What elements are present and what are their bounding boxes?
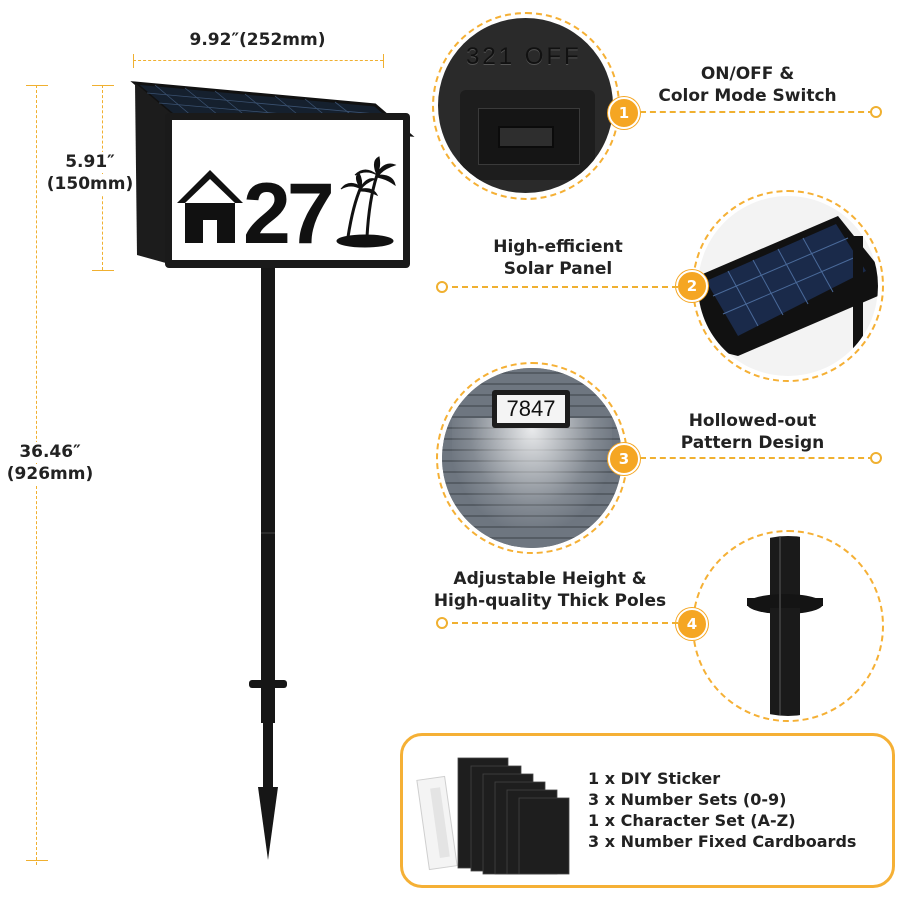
feature-4-badge: 4: [676, 608, 708, 640]
feature-4-connector: [442, 622, 678, 624]
sign-height-tick-top: [92, 85, 114, 86]
package-item-list: 1 x DIY Sticker 3 x Number Sets (0-9) 1 …: [588, 768, 856, 852]
palm-icon: [336, 156, 397, 248]
sign-side: [135, 83, 173, 265]
feature-2-line1: High-efficient: [493, 237, 623, 257]
feature-3-label: Hollowed-out Pattern Design: [660, 410, 845, 454]
sign-height-label-in: 5.91″: [40, 152, 140, 173]
feature-4-end-dot: [436, 617, 448, 629]
package-item: 3 x Number Sets (0-9): [588, 790, 787, 809]
switch-label: 321 OFF: [466, 43, 582, 70]
feature-3-end-dot: [870, 452, 882, 464]
feature-4-label: Adjustable Height & High-quality Thick P…: [425, 568, 675, 612]
feature-1-badge: 1: [608, 97, 640, 129]
feature-1-label: ON/OFF & Color Mode Switch: [640, 63, 855, 107]
feature-2-circle: [692, 190, 884, 382]
total-height-tick-bottom: [26, 860, 48, 861]
switch-toggle: [498, 126, 554, 148]
package-item: 3 x Number Fixed Cardboards: [588, 832, 857, 851]
light-glow: [452, 418, 612, 528]
width-dimension: 9.92″(252mm): [130, 30, 385, 70]
pole: [261, 268, 275, 723]
width-tick-right: [383, 54, 384, 68]
feature-1-circle: 321 OFF: [432, 12, 620, 200]
house-icon: [177, 170, 243, 243]
solar-panel-closeup: [698, 216, 878, 356]
package-contents-box: 1 x DIY Sticker 3 x Number Sets (0-9) 1 …: [400, 733, 895, 888]
feature-3-badge: 3: [608, 443, 640, 475]
feature-2-label: High-efficient Solar Panel: [468, 236, 648, 280]
sign-height-label-mm: (150mm): [40, 174, 140, 195]
feature-4-line2: High-quality Thick Poles: [433, 591, 667, 611]
feature-1-connector: [640, 111, 874, 113]
ground-spike: [258, 787, 278, 860]
feature-2-line2: Solar Panel: [503, 259, 613, 279]
number-cards: [457, 757, 570, 875]
feature-2-connector: [442, 286, 678, 288]
feature-1-line1: ON/OFF &: [700, 64, 795, 84]
feature-2-end-dot: [436, 281, 448, 293]
total-height-dimension: 36.46″ (926mm): [0, 80, 100, 870]
total-height-label-in: 36.46″: [0, 442, 100, 463]
accessories-image: [416, 757, 570, 875]
pole-closeup: [747, 536, 823, 716]
sign-height-tick-bottom: [92, 270, 114, 271]
sign-height-dimension: 5.91″ (150mm): [40, 80, 140, 275]
switch-slot: [478, 108, 580, 165]
pole-collar: [249, 680, 287, 688]
feature-3-connector: [640, 457, 874, 459]
sign-number: 27: [243, 166, 332, 262]
feature-2-badge: 2: [676, 270, 708, 302]
feature-4-line1: Adjustable Height &: [453, 569, 647, 589]
feature-3-line2: Pattern Design: [680, 433, 825, 453]
feature-1-line2: Color Mode Switch: [658, 86, 837, 106]
package-item: 1 x Character Set (A-Z): [588, 811, 796, 830]
feature-1-end-dot: [870, 106, 882, 118]
width-tick-left: [133, 54, 134, 68]
product-illustration: 27: [130, 81, 415, 860]
sticker-sheet: [416, 775, 458, 871]
feature-4-circle: [692, 530, 884, 722]
package-item: 1 x DIY Sticker: [588, 769, 721, 788]
feature-3-circle: 7847: [436, 362, 628, 554]
total-height-tick-top: [26, 85, 48, 86]
total-height-label-mm: (926mm): [0, 464, 100, 485]
width-line: [133, 60, 383, 61]
feature-3-line1: Hollowed-out: [688, 411, 817, 431]
width-label: 9.92″(252mm): [189, 30, 326, 50]
plate-number: 7847: [497, 395, 565, 423]
